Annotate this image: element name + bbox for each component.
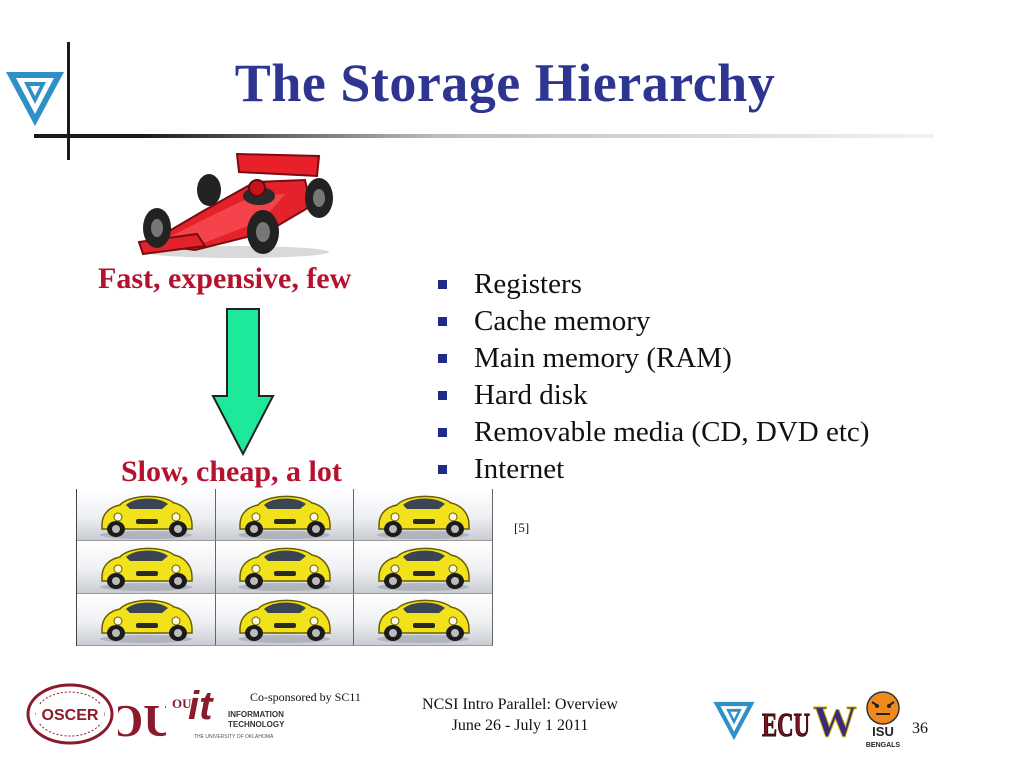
list-item: Internet: [438, 451, 869, 488]
bullet-square-icon: [438, 428, 447, 437]
ou-it-logo: OU it INFORMATION TECHNOLOGY THE UNIVERS…: [170, 684, 290, 748]
page-number: 36: [912, 720, 928, 737]
ecu-logo-text: ECU: [762, 707, 810, 744]
oscer-logo-text: OSCER: [42, 707, 99, 724]
oscer-logo-icon: OSCER: [26, 683, 114, 745]
it-logo-line2: TECHNOLOGY: [228, 720, 285, 729]
bengals-logo-text: BENGALS: [866, 742, 901, 749]
car-grid-cell: [77, 541, 216, 594]
w-logo-text: W: [813, 698, 857, 742]
car-grid-cell: [215, 541, 355, 594]
yellow-car-icon: [99, 495, 193, 539]
isu-bengal-logo-icon: ISU BENGALS: [866, 691, 901, 749]
list-item: Main memory (RAM): [438, 340, 869, 377]
car-grid-cell: [77, 593, 216, 646]
bullet-square-icon: [438, 465, 447, 474]
storage-levels-list: Registers Cache memory Main memory (RAM)…: [438, 266, 869, 488]
list-item: Hard disk: [438, 377, 869, 414]
title-vertical-rule: [67, 42, 70, 160]
isu-logo-text: ISU: [872, 724, 894, 739]
bullet-square-icon: [438, 391, 447, 400]
ou-logo-text: OU: [118, 695, 166, 746]
w-logo-icon: W: [813, 698, 858, 742]
yellow-car-icon: [377, 547, 470, 591]
it-logo-text: it: [188, 684, 213, 728]
bullet-square-icon: [438, 354, 447, 363]
footer-caption: NCSI Intro Parallel: Overview June 26 - …: [380, 694, 660, 736]
yellow-car-icon: [238, 495, 332, 539]
yellow-car-icon: [238, 547, 332, 591]
car-grid-cell: [215, 593, 355, 646]
list-item: Removable media (CD, DVD etc): [438, 414, 869, 451]
slide-title: The Storage Hierarchy: [234, 53, 776, 113]
car-grid-cell: [354, 489, 493, 542]
yellow-car-icon: [99, 600, 193, 644]
bullet-square-icon: [438, 317, 447, 326]
car-grid-cell: [77, 489, 216, 542]
down-arrow-icon: [211, 308, 275, 456]
fast-expensive-label: Fast, expensive, few: [98, 262, 352, 295]
race-car-icon: [137, 152, 333, 258]
list-item: Registers: [438, 266, 869, 303]
slow-cheap-label: Slow, cheap, a lot: [121, 455, 342, 488]
footer-dates: June 26 - July 1 2011: [451, 717, 589, 734]
cosponsor-note: Co-sponsored by SC11: [250, 690, 361, 704]
yellow-car-icon: [238, 600, 332, 644]
yellow-car-icon: [377, 600, 470, 644]
car-grid-cell: [215, 489, 355, 542]
yellow-car-icon: [99, 547, 193, 591]
reference-citation: [5]: [514, 520, 530, 535]
it-logo-ou-text: OU: [172, 696, 192, 711]
car-grid-cell: [354, 541, 493, 594]
footer-course-title: NCSI Intro Parallel: Overview: [422, 696, 618, 713]
it-logo-line1: INFORMATION: [228, 710, 284, 719]
bullet-square-icon: [438, 280, 447, 289]
ou-logo-icon: OU: [118, 695, 166, 746]
list-item: Cache memory: [438, 303, 869, 340]
ncsi-triangle-logo-icon: [6, 72, 64, 126]
ncsi-footer-logo-icon: [713, 701, 755, 741]
ecu-logo-icon: ECU: [762, 707, 811, 745]
yellow-car-icon: [377, 495, 470, 539]
car-grid-cell: [354, 593, 493, 646]
title-horizontal-rule: [34, 134, 934, 138]
cheap-cars-grid: [76, 489, 493, 646]
it-logo-line3: THE UNIVERSITY OF OKLAHOMA: [194, 734, 274, 740]
